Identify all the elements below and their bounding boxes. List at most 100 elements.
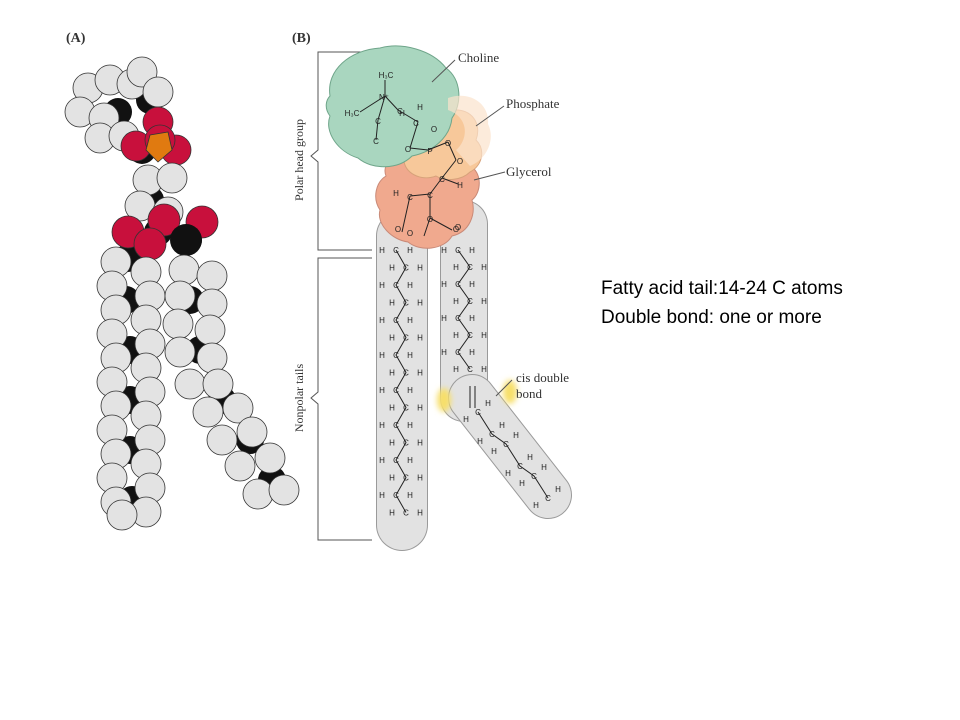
hydrogen-label: H: [527, 453, 533, 462]
hydrogen-label: H: [519, 479, 525, 488]
carbon-label: C: [475, 408, 481, 417]
hydrogen-label: H: [417, 474, 423, 483]
hydrogen-label: H: [481, 263, 487, 272]
carbon-label: C: [393, 281, 399, 290]
carbon-label: C: [503, 440, 509, 449]
hydrogen-label: H: [417, 103, 423, 112]
carbon-label: C: [413, 119, 419, 128]
carbon-label: C: [393, 386, 399, 395]
glycerol-callout: Glycerol: [506, 164, 552, 179]
polar-head-bracket: [310, 51, 372, 251]
hydrogen-label: H: [379, 351, 385, 360]
hydrogen-sphere: [224, 450, 256, 482]
carbon-label: C: [403, 334, 409, 343]
hydrogen-label: H: [441, 348, 447, 357]
hydrogen-label: H: [379, 386, 385, 395]
hydrogen-label: H: [417, 334, 423, 343]
oxygen-label: O: [455, 223, 461, 232]
carbon-label: C: [375, 117, 381, 126]
carbon-label: C: [403, 264, 409, 273]
carbon-label: C: [403, 509, 409, 518]
hydrogen-sphere: [222, 392, 254, 424]
space-filling-model: [64, 56, 300, 531]
carbon-label: C: [393, 421, 399, 430]
hydrogen-sphere: [142, 76, 174, 108]
methyl-label: H₃C: [379, 71, 394, 80]
hydrogen-label: H: [407, 456, 413, 465]
hydrogen-label: H: [407, 281, 413, 290]
hydrogen-sphere: [242, 478, 274, 510]
hydrogen-label: H: [491, 447, 497, 456]
hydrogen-label: H: [417, 264, 423, 273]
oxygen-label: O: [427, 215, 433, 224]
carbon-label: C: [393, 316, 399, 325]
fatty-acid-tail-caption: Fatty acid tail:14-24 C atoms: [601, 278, 843, 299]
head-regions: [325, 45, 483, 249]
cis-highlight-right: [503, 380, 517, 404]
carbon-label: C: [427, 191, 433, 200]
cis-highlight-left: [437, 388, 451, 412]
right-chain-lower-bonds: [477, 411, 549, 499]
hydrogen-sphere: [164, 280, 196, 312]
carbon-label: C: [455, 314, 461, 323]
hydrogen-label: H: [469, 348, 475, 357]
carbon-label: C: [455, 280, 461, 289]
hydrogen-label: H: [499, 421, 505, 430]
hydrogen-label: H: [505, 469, 511, 478]
hydrogen-label: H: [457, 181, 463, 190]
hydrogen-label: H: [453, 263, 459, 272]
carbon-label: C: [467, 297, 473, 306]
hydrogen-sphere: [106, 499, 138, 531]
carbon-label: C: [373, 137, 379, 146]
hydrogen-label: H: [389, 264, 395, 273]
carbon-label: C: [403, 369, 409, 378]
oxygen-label: O: [407, 229, 413, 238]
hydrogen-sphere: [194, 314, 226, 346]
hydrogen-label: H: [477, 437, 483, 446]
oxygen-label: O: [395, 225, 401, 234]
methyl-label: H₃C: [345, 109, 360, 118]
oxygen-label: O: [453, 225, 459, 234]
hydrogen-label: H: [407, 386, 413, 395]
oxygen-sphere: [133, 227, 167, 261]
callout-leaders: [431, 59, 513, 397]
hydrogen-label: H: [453, 331, 459, 340]
hydrogen-sphere: [196, 342, 228, 374]
panel-b-label: (B): [292, 31, 311, 46]
hydrogen-label: H: [513, 431, 519, 440]
carbon-label: C: [455, 246, 461, 255]
hydrogen-label: H: [407, 316, 413, 325]
choline-callout: Choline: [458, 50, 499, 65]
hydrogen-label: H: [389, 404, 395, 413]
carbon-label: C: [393, 491, 399, 500]
carbon-label: C: [439, 175, 445, 184]
hydrogen-sphere: [192, 396, 224, 428]
hydrogen-label: H: [407, 421, 413, 430]
hydrogen-label: H: [389, 369, 395, 378]
hydrogen-label: H: [379, 491, 385, 500]
hydrogen-label: H: [379, 456, 385, 465]
hydrogen-label: H: [417, 299, 423, 308]
hydrogen-label: H: [389, 474, 395, 483]
carbon-label: C: [393, 456, 399, 465]
hydrogen-label: H: [417, 404, 423, 413]
nitrogen-label: N⁺: [379, 93, 389, 102]
hydrogen-sphere: [206, 424, 238, 456]
hydrogen-label: H: [469, 246, 475, 255]
hydrogen-label: H: [379, 281, 385, 290]
carbon-sphere: [170, 224, 202, 256]
cis-double-bond-callout-line1: cis double: [516, 370, 569, 385]
hydrogen-sphere: [162, 308, 194, 340]
hydrogen-label: H: [379, 421, 385, 430]
carbon-label: C: [393, 246, 399, 255]
cis-double-bond-callout-line2: bond: [516, 386, 543, 401]
polar-head-group-label: Polar head group: [292, 119, 306, 201]
hydrogen-sphere: [156, 162, 188, 194]
hydrogen-label: H: [393, 189, 399, 198]
carbon-label: C: [467, 263, 473, 272]
hydrogen-label: H: [453, 297, 459, 306]
right-chain-upper-bonds: [457, 249, 471, 370]
